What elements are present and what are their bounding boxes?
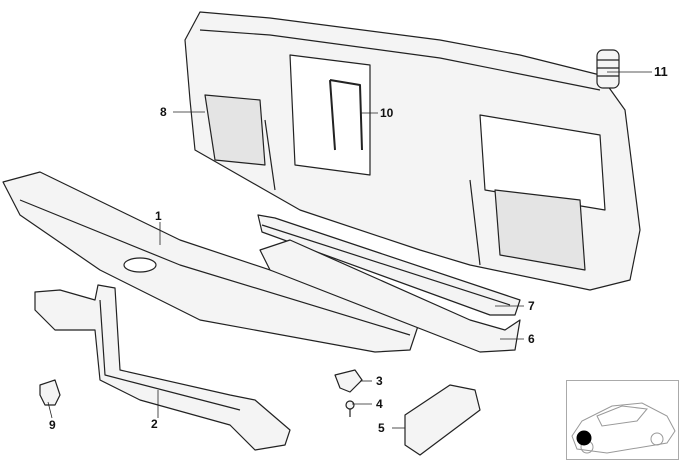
part-label-7: 7 xyxy=(528,299,535,313)
part-label-5: 5 xyxy=(378,421,385,435)
screw-part xyxy=(345,400,355,417)
clip-nut-part xyxy=(334,369,363,393)
vehicle-location-inset xyxy=(566,380,679,460)
part-label-9: 9 xyxy=(49,418,56,432)
part-label-10: 10 xyxy=(380,106,394,120)
part-label-6: 6 xyxy=(528,332,535,346)
part-label-4: 4 xyxy=(376,397,383,411)
part-label-3: 3 xyxy=(376,374,383,388)
rubber-buffer-part xyxy=(596,49,620,89)
car-outline-icon xyxy=(571,402,676,454)
front-panel-part xyxy=(184,11,641,291)
bumper-carrier-part xyxy=(2,171,421,353)
part-label-2: 2 xyxy=(151,417,158,431)
part-label-11: 11 xyxy=(654,64,668,79)
holder-part xyxy=(404,384,481,456)
clamp-part xyxy=(39,379,61,406)
part-label-1: 1 xyxy=(155,209,162,223)
cross-member-part xyxy=(257,214,521,353)
location-marker-icon xyxy=(576,430,592,446)
lower-support-part xyxy=(34,284,291,451)
part-label-8: 8 xyxy=(160,105,167,119)
leader-lines xyxy=(47,71,652,429)
